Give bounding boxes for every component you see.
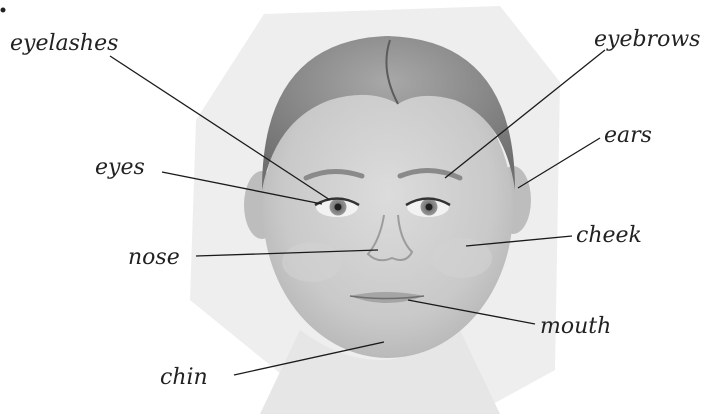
right-pupil: [426, 204, 433, 211]
label-eyebrows: eyebrows: [594, 27, 700, 52]
label-nose: nose: [128, 245, 180, 270]
label-eyelashes: eyelashes: [10, 31, 118, 56]
label-eyes: eyes: [95, 155, 145, 180]
label-ears: ears: [604, 123, 652, 148]
left-pupil: [335, 204, 342, 211]
label-mouth: mouth: [540, 314, 611, 339]
child-face-photo: [190, 6, 560, 414]
label-chin: chin: [160, 365, 208, 390]
left-cheek-shade: [282, 242, 342, 282]
label-cheek: cheek: [576, 223, 642, 248]
corner-dot: [1, 8, 6, 13]
